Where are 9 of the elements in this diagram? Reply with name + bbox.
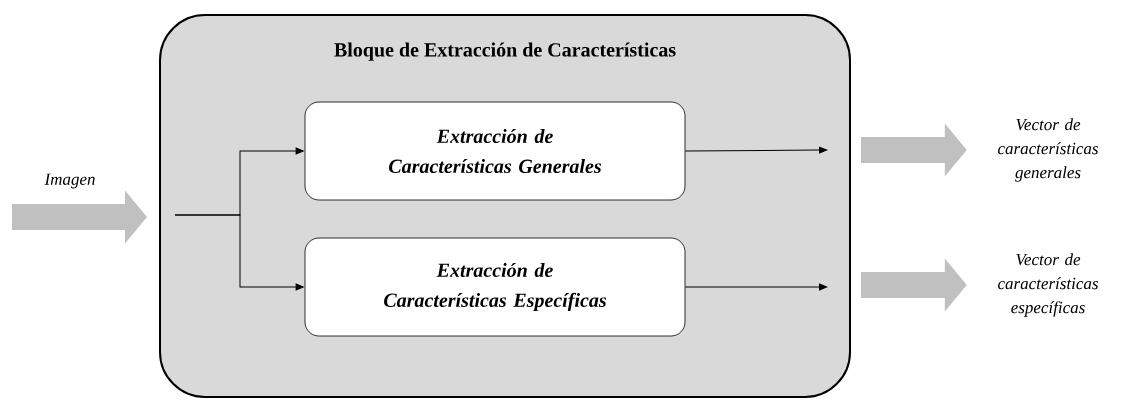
process-box: Extracción de Características Generales [304,101,686,201]
output-label: Vector de características generales [998,118,1098,182]
block-title: Bloque de Extracción de Características [334,42,676,61]
arrow [684,146,828,154]
edge-label: Imagen [44,173,95,189]
output-label: Vector de características específicas [998,253,1098,317]
arrow [684,283,828,291]
arrow [174,214,304,291]
process-box: Extracción de Características Específicas [304,237,686,337]
